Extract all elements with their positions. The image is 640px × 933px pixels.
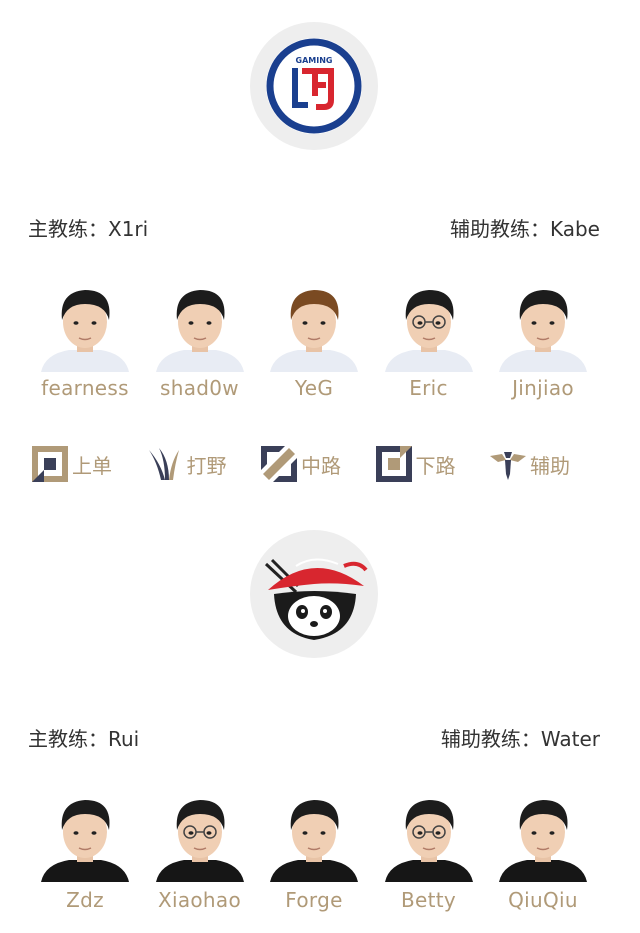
- team1-assistant-coach: 辅助教练：Kabe: [449, 217, 600, 241]
- team1-players: fearness shad0w YeG Eric Jinjiao: [28, 276, 600, 400]
- player-name: QiuQiu: [508, 888, 578, 912]
- assistant-coach-name: Water: [540, 727, 600, 751]
- player-portrait: [499, 800, 587, 882]
- player-portrait: [499, 290, 587, 372]
- player-name: shad0w: [160, 376, 239, 400]
- role-legend: 上单 打野 中路 下路 辅助: [30, 444, 602, 484]
- player-card: Zdz: [28, 786, 142, 912]
- player-card: shad0w: [143, 276, 257, 400]
- player-card: YeG: [257, 276, 371, 400]
- team2-logo: [250, 530, 378, 658]
- role-label: 下路: [415, 453, 456, 478]
- top-lane-icon: [32, 446, 68, 482]
- player-name: YeG: [294, 376, 334, 400]
- player-card: Forge: [257, 786, 371, 912]
- player-portrait: [41, 290, 129, 372]
- head-coach-name: X1ri: [108, 217, 149, 241]
- player-name: Zdz: [66, 888, 104, 912]
- player-card: Jinjiao: [486, 276, 600, 400]
- team1-coaches: 主教练：X1ri 辅助教练：Kabe: [28, 213, 600, 242]
- player-name: Xiaohao: [157, 888, 242, 912]
- player-portrait: [384, 290, 473, 372]
- lgd-gaming-logo-icon: GAMING: [266, 38, 362, 134]
- bot-lane-icon: [375, 446, 412, 482]
- role-mid: 中路: [259, 444, 373, 484]
- assistant-coach-name: Kabe: [549, 217, 600, 241]
- player-portrait: [270, 290, 358, 372]
- role-label: 辅助: [530, 453, 570, 478]
- role-jungle: 打野: [145, 444, 259, 484]
- role-support: 辅助: [488, 444, 602, 484]
- player-portrait: [155, 800, 244, 882]
- player-portrait: [155, 290, 244, 372]
- support-icon: [490, 452, 526, 480]
- role-label: 中路: [301, 453, 341, 478]
- head-coach-name: Rui: [108, 727, 140, 751]
- player-portrait: [41, 800, 129, 882]
- player-name: Betty: [400, 888, 457, 912]
- player-card: Eric: [372, 276, 486, 400]
- team2-assistant-coach: 辅助教练：Water: [440, 727, 600, 751]
- player-card: QiuQiu: [486, 786, 600, 912]
- team2-players: Zdz Xiaohao Forge Betty QiuQiu: [28, 786, 600, 912]
- team2-coaches: 主教练：Rui 辅助教练：Water: [28, 723, 600, 752]
- role-label: 上单: [72, 453, 112, 478]
- player-portrait: [270, 800, 358, 882]
- panda-samurai-logo-icon: [264, 558, 368, 640]
- player-portrait: [384, 800, 473, 882]
- role-label: 打野: [186, 453, 227, 478]
- team1-logo: GAMING: [250, 22, 378, 150]
- team2-head-coach: 主教练：Rui: [28, 727, 140, 751]
- role-top: 上单: [30, 444, 144, 484]
- player-name: Forge: [285, 888, 343, 912]
- role-bot: 下路: [374, 444, 488, 484]
- team1-head-coach: 主教练：X1ri: [28, 217, 149, 241]
- player-card: fearness: [28, 276, 142, 400]
- player-name: Eric: [409, 376, 448, 400]
- logo-text: GAMING: [296, 56, 333, 65]
- player-name: Jinjiao: [512, 376, 574, 400]
- player-card: Xiaohao: [143, 786, 257, 912]
- mid-lane-icon: [261, 446, 297, 482]
- jungle-icon: [148, 448, 179, 480]
- player-card: Betty: [372, 786, 486, 912]
- player-name: fearness: [41, 376, 129, 400]
